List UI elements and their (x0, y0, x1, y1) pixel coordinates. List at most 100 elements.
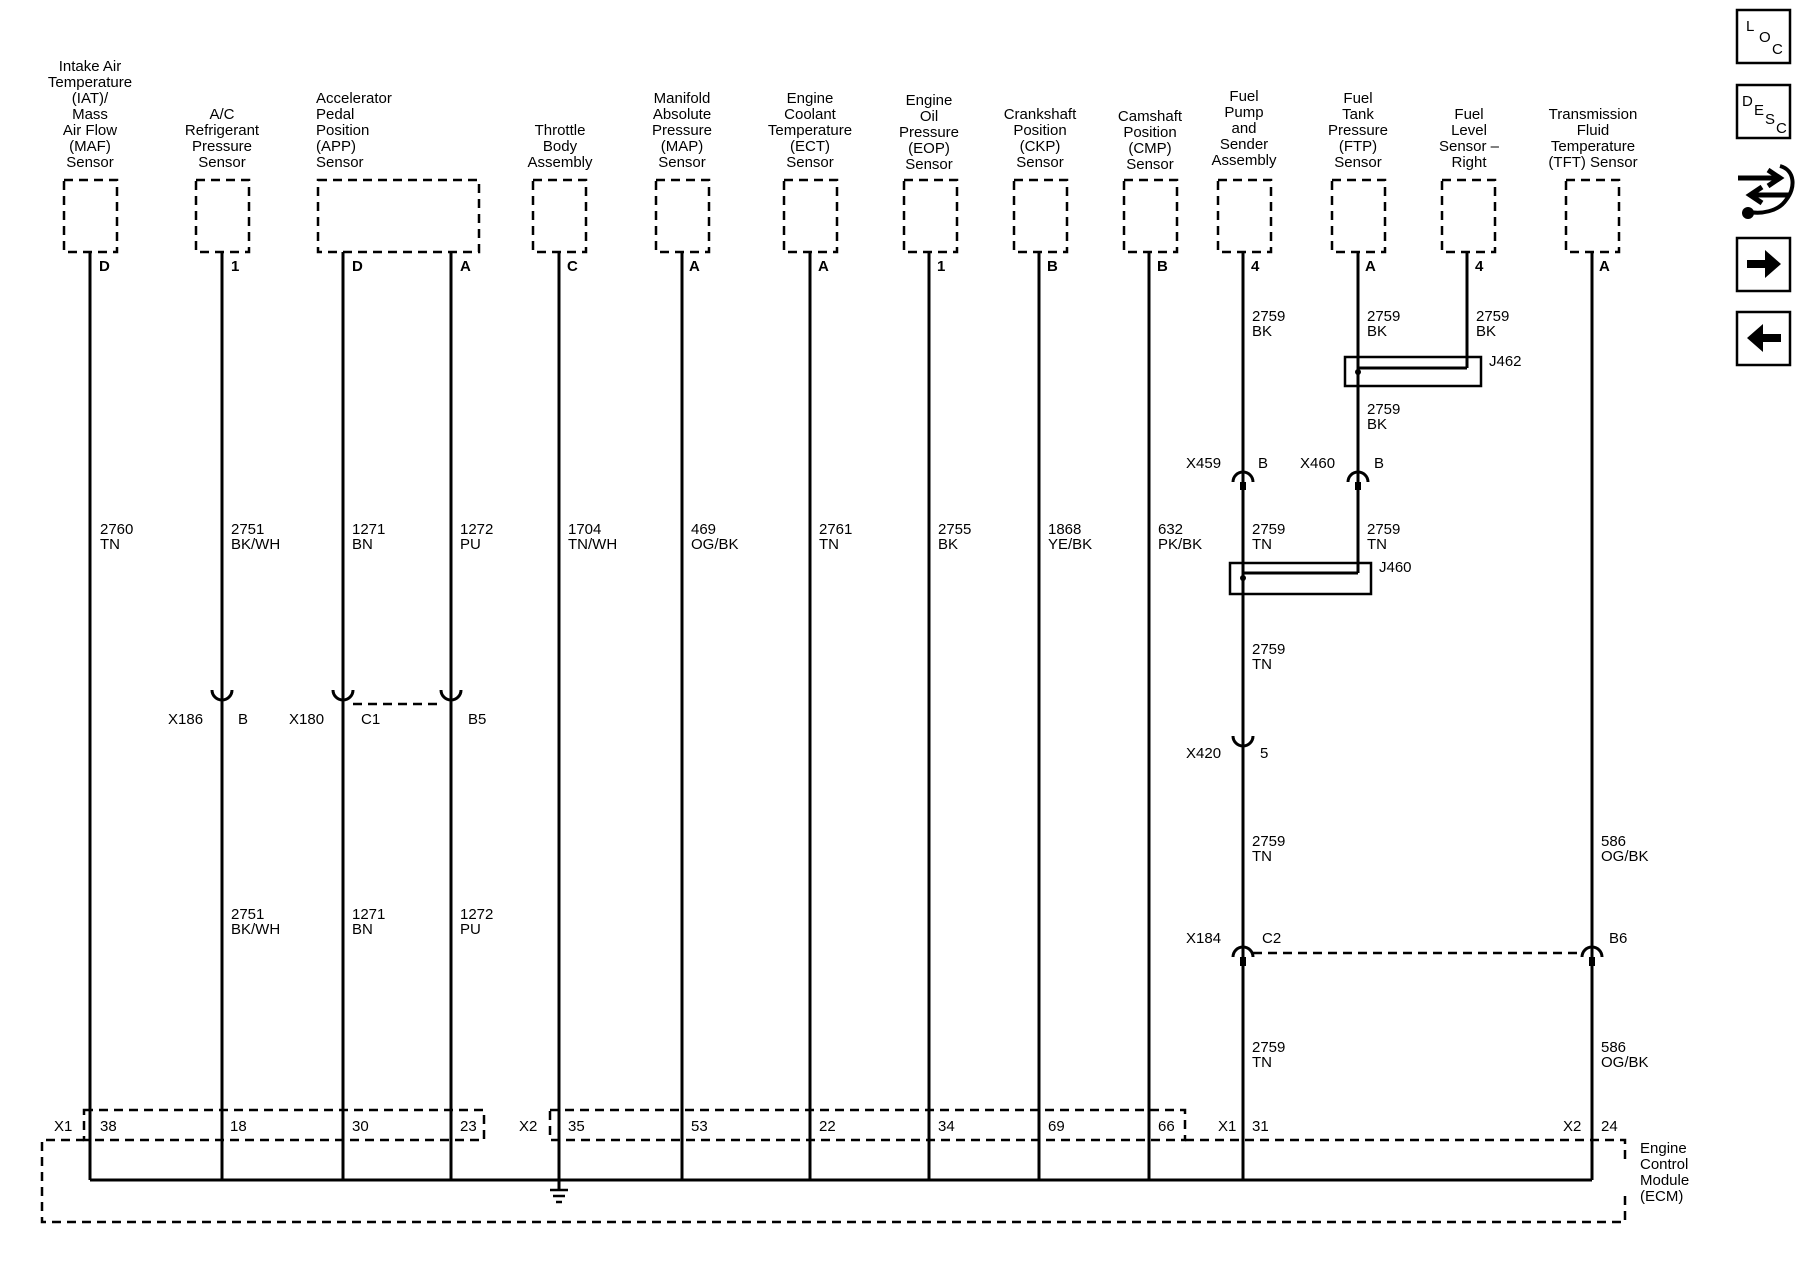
label-line: Position (1013, 122, 1066, 139)
svg-text:2751: 2751 (231, 906, 264, 923)
label-line: Engine (906, 92, 953, 109)
svg-text:1271: 1271 (352, 521, 385, 538)
ecm-connector-x1b-label: X1 (1218, 1118, 1236, 1135)
label-line: Pressure (899, 124, 959, 141)
connector-x180-name: X180 (289, 711, 324, 728)
svg-text:D: D (1742, 93, 1753, 110)
ecm-connector-x2b-label: X2 (1563, 1118, 1581, 1135)
label-line: Sensor (66, 154, 114, 171)
svg-text:C: C (1776, 120, 1787, 137)
svg-text:2759: 2759 (1476, 308, 1509, 325)
ecm-connector-x1-frame (82, 1108, 486, 1142)
label-line: Pump (1224, 104, 1263, 121)
fuel-level-right-box (1440, 178, 1497, 254)
svg-text:1271: 1271 (352, 906, 385, 923)
label-line: Sensor (658, 154, 706, 171)
svg-text:2751: 2751 (231, 521, 264, 538)
label-line: Level (1451, 122, 1487, 139)
wrench-arrows-icon (1738, 164, 1795, 219)
label-line: Fuel (1343, 90, 1372, 107)
connector-x460-name: X460 (1300, 455, 1335, 472)
app-sensor-box (316, 178, 481, 254)
connector-x180-pin-b5: B5 (468, 711, 486, 728)
ect-sensor-box (782, 178, 839, 254)
label-line: Pressure (192, 138, 252, 155)
ecm-connector-x2-label: X2 (519, 1118, 537, 1135)
label-line: Temperature (768, 122, 852, 139)
pin-label: 4 (1251, 258, 1260, 275)
connector-x186-symbol (210, 689, 234, 702)
svg-text:2759: 2759 (1252, 833, 1285, 850)
label-line: Crankshaft (1004, 106, 1077, 123)
loc-button[interactable]: L O C (1735, 8, 1792, 65)
label-line: Accelerator (316, 90, 392, 107)
svg-text:2759: 2759 (1252, 1039, 1285, 1056)
svg-text:BK/WH: BK/WH (231, 536, 280, 553)
svg-text:O: O (1759, 29, 1771, 46)
pin-label: B (1047, 258, 1058, 275)
svg-text:BN: BN (352, 536, 373, 553)
connector-end-view-button[interactable] (1738, 164, 1795, 219)
label-line: Position (1123, 124, 1176, 141)
pin-label: B (1157, 258, 1168, 275)
throttle-body-box (531, 178, 588, 254)
label-line: A/C (209, 106, 234, 123)
splice-j460-box (1228, 561, 1373, 596)
label-line: Throttle (535, 122, 586, 139)
svg-text:TN: TN (1252, 656, 1272, 673)
svg-text:1272: 1272 (460, 521, 493, 538)
label-line: Transmission (1549, 106, 1638, 123)
label-line: (FTP) (1339, 138, 1377, 155)
pin-label: A (689, 258, 700, 275)
label-line: Fluid (1577, 122, 1610, 139)
pin-label: 4 (1475, 258, 1484, 275)
pin-label: 1 (231, 258, 239, 275)
nav-toolbar: L O C D E S C (1735, 8, 1795, 367)
connector-x184-name: X184 (1186, 930, 1221, 947)
connector-x460-symbol (1346, 470, 1370, 483)
label-line: Sensor (905, 156, 953, 173)
connector-x420-pin-label: 5 (1260, 745, 1268, 762)
svg-text:YE/BK: YE/BK (1048, 536, 1092, 553)
component-pins: D 1 D A C A A 1 B B 4 A 4 A (99, 258, 1610, 275)
svg-text:PU: PU (460, 921, 481, 938)
label-line: and (1231, 120, 1256, 137)
label-line: Pedal (316, 106, 354, 123)
connector-x184-pin-b6-label: B6 (1609, 930, 1627, 947)
svg-text:BK: BK (1476, 323, 1496, 340)
svg-text:TN: TN (1367, 536, 1387, 553)
label-line: (ECT) (790, 138, 830, 155)
label-line: Sensor – (1439, 138, 1500, 155)
label-line: (MAF) (69, 138, 111, 155)
ecm-pin: 30 (352, 1118, 369, 1135)
label-line: Fuel (1454, 106, 1483, 123)
connector-x184-symbol-b6 (1580, 945, 1604, 958)
pin-label: A (1599, 258, 1610, 275)
ecm-outline (40, 1138, 1627, 1224)
svg-text:TN: TN (1252, 1054, 1272, 1071)
label-line: Sensor (1334, 154, 1382, 171)
next-page-button[interactable] (1735, 236, 1792, 293)
svg-text:BK/WH: BK/WH (231, 921, 280, 938)
desc-button[interactable]: D E S C (1735, 83, 1792, 140)
svg-text:OG/BK: OG/BK (1601, 1054, 1649, 1071)
svg-text:2759: 2759 (1367, 401, 1400, 418)
svg-text:BK: BK (1367, 323, 1387, 340)
svg-text:E: E (1754, 102, 1764, 119)
previous-page-button[interactable] (1735, 310, 1792, 367)
label-line: (CKP) (1020, 138, 1061, 155)
